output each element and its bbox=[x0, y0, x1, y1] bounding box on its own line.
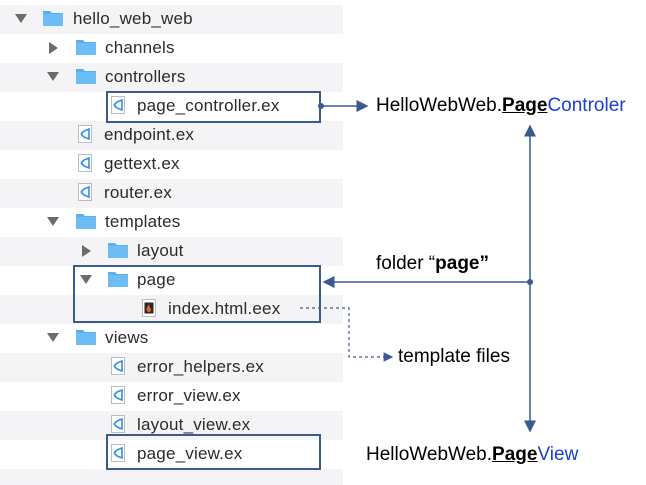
view-module-suffix: View bbox=[537, 444, 579, 465]
chevron-down-icon[interactable] bbox=[47, 333, 59, 342]
chevron-right-icon[interactable] bbox=[82, 245, 91, 257]
vscode-file-icon bbox=[78, 125, 92, 143]
chevron-down-icon[interactable] bbox=[80, 275, 92, 284]
vscode-file-icon bbox=[111, 96, 125, 114]
folder-icon bbox=[76, 69, 96, 84]
tree-row-error-helpers[interactable]: error_helpers.ex bbox=[0, 353, 343, 382]
folder-icon bbox=[108, 272, 128, 287]
vscode-file-icon bbox=[111, 444, 125, 462]
tree-row-gettext[interactable]: gettext.ex bbox=[0, 150, 343, 179]
folder-icon bbox=[76, 214, 96, 229]
tree-label-page: page bbox=[137, 270, 176, 289]
tree-row-views[interactable]: views bbox=[0, 324, 343, 353]
folder-icon bbox=[108, 243, 128, 258]
connector-dot bbox=[527, 279, 533, 285]
dashed-arrow-template-files bbox=[300, 307, 394, 362]
folder-icon bbox=[43, 11, 63, 26]
controller-module-prefix: HelloWebWeb. bbox=[376, 95, 503, 116]
tree-label-endpoint: endpoint.ex bbox=[104, 125, 195, 144]
controller-module-suffix: Controler bbox=[547, 95, 626, 116]
tree-row-controllers[interactable]: controllers bbox=[0, 63, 343, 92]
tree-label-templates: templates bbox=[105, 212, 181, 231]
tree-label-error-view: error_view.ex bbox=[137, 386, 241, 405]
vscode-file-icon bbox=[78, 183, 92, 201]
folder-label-prefix: folder “ bbox=[376, 253, 436, 274]
tree-row-page-view[interactable]: page_view.ex bbox=[0, 440, 343, 469]
tree-label-error-helpers: error_helpers.ex bbox=[137, 357, 264, 376]
chevron-right-icon[interactable] bbox=[49, 42, 58, 54]
folder-label-bold: page bbox=[435, 253, 480, 274]
highlight-box-page-view bbox=[106, 434, 321, 470]
vscode-file-icon bbox=[78, 154, 92, 172]
tree-label-gettext: gettext.ex bbox=[104, 154, 180, 173]
chevron-down-icon[interactable] bbox=[47, 217, 59, 226]
tree-label-router: router.ex bbox=[104, 183, 172, 202]
chevron-down-icon[interactable] bbox=[47, 72, 59, 81]
folder-icon bbox=[76, 40, 96, 55]
tree-label-controllers: controllers bbox=[105, 67, 186, 86]
tree-row-templates[interactable]: templates bbox=[0, 208, 343, 237]
tree-row-page[interactable]: page bbox=[0, 266, 343, 295]
view-module-label: HelloWebWeb.PageView bbox=[366, 444, 578, 466]
folder-page-label: folder “page” bbox=[376, 253, 489, 275]
vscode-file-icon bbox=[111, 357, 125, 375]
tree-label-layout: layout bbox=[137, 241, 184, 260]
tree-row-root[interactable]: hello_web_web bbox=[0, 5, 343, 34]
controller-module-bold: Page bbox=[502, 95, 548, 116]
eex-file-icon bbox=[142, 299, 156, 317]
tree-row-page-controller[interactable]: page_controller.ex bbox=[0, 92, 343, 121]
chevron-down-icon[interactable] bbox=[15, 14, 27, 23]
template-files-label: template files bbox=[398, 346, 510, 367]
tree-row-layout[interactable]: layout bbox=[0, 237, 343, 266]
tree-row-partial bbox=[0, 469, 343, 485]
tree-row-endpoint[interactable]: endpoint.ex bbox=[0, 121, 343, 150]
view-module-bold: Page bbox=[492, 444, 538, 465]
folder-label-suffix: ” bbox=[479, 253, 490, 274]
tree-row-router[interactable]: router.ex bbox=[0, 179, 343, 208]
vscode-file-icon bbox=[111, 386, 125, 404]
tree-label-views: views bbox=[105, 328, 149, 347]
view-module-prefix: HelloWebWeb. bbox=[366, 444, 493, 465]
tree-row-error-view[interactable]: error_view.ex bbox=[0, 382, 343, 411]
tree-label-root: hello_web_web bbox=[73, 9, 193, 28]
tree-label-page-view: page_view.ex bbox=[137, 444, 243, 463]
controller-module-label: HelloWebWeb.PageControler bbox=[376, 95, 626, 117]
tree-row-channels[interactable]: channels bbox=[0, 34, 343, 63]
tree-label-page-controller: page_controller.ex bbox=[137, 96, 280, 115]
highlight-box-page-folder bbox=[73, 265, 321, 323]
tree-label-channels: channels bbox=[105, 38, 175, 57]
tree-label-index-template: index.html.eex bbox=[168, 299, 281, 318]
folder-icon bbox=[76, 330, 96, 345]
vscode-file-icon bbox=[111, 415, 125, 433]
tree-row-index-template[interactable]: index.html.eex bbox=[0, 295, 343, 324]
tree-label-layout-view: layout_view.ex bbox=[137, 415, 251, 434]
